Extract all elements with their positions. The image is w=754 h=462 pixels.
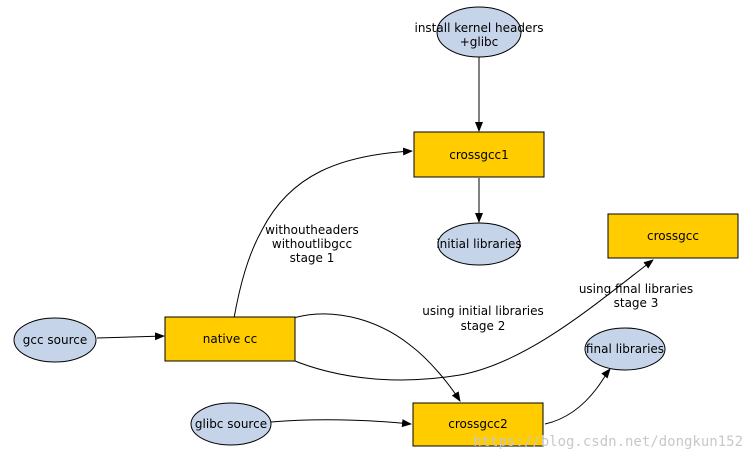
edge-native-cc-to-crossgcc [289, 259, 654, 381]
node-native-cc: native cc [164, 316, 296, 362]
stage3-line1: using final libraries [579, 282, 693, 296]
crossgcc1-label: crossgcc1 [449, 148, 509, 162]
edge-label-stage1: withoutheaders withoutlibgcc stage 1 [265, 223, 359, 265]
node-install-headers: install kernel headers +glibc [414, 6, 544, 58]
stage1-line2: withoutlibgcc [272, 237, 352, 251]
glibc-source-label: glibc source [195, 417, 267, 431]
edge-crossgcc2-to-final-libraries [544, 368, 611, 425]
stage3-line2: stage 3 [614, 296, 659, 310]
node-final-libraries: final libraries [584, 327, 666, 371]
stage1-line3: stage 1 [290, 251, 335, 265]
edge-label-stage2: using initial libraries stage 2 [422, 304, 544, 333]
edge-native-cc-to-crossgcc2 [292, 313, 461, 402]
edge-gcc-source-to-native-cc [96, 332, 165, 341]
edge-native-cc-to-crossgcc1 [233, 147, 413, 319]
watermark: https://blog.csdn.net/dongkun152 [473, 434, 743, 450]
initial-libraries-label: initial libraries [436, 237, 521, 251]
node-gcc-source: gcc source [13, 317, 97, 363]
crossgcc2-label: crossgcc2 [448, 417, 508, 431]
node-crossgcc2: crossgcc2 [412, 402, 544, 447]
install-headers-line1: install kernel headers [414, 21, 543, 35]
gcc-source-label: gcc source [23, 333, 87, 347]
stage1-line1: withoutheaders [265, 223, 359, 237]
stage2-line1: using initial libraries [422, 304, 544, 318]
native-cc-label: native cc [203, 332, 258, 346]
edge-label-stage3: using final libraries stage 3 [579, 282, 693, 310]
install-headers-line2: +glibc [460, 35, 499, 49]
crossgcc-label: crossgcc [647, 229, 699, 243]
stage2-line2: stage 2 [461, 319, 506, 333]
node-initial-libraries: initial libraries [436, 222, 522, 266]
node-glibc-source: glibc source [190, 402, 272, 446]
final-libraries-label: final libraries [586, 342, 664, 356]
node-crossgcc1: crossgcc1 [413, 131, 545, 178]
node-crossgcc: crossgcc [607, 213, 739, 259]
edge-glibc-source-to-crossgcc2 [270, 419, 412, 428]
